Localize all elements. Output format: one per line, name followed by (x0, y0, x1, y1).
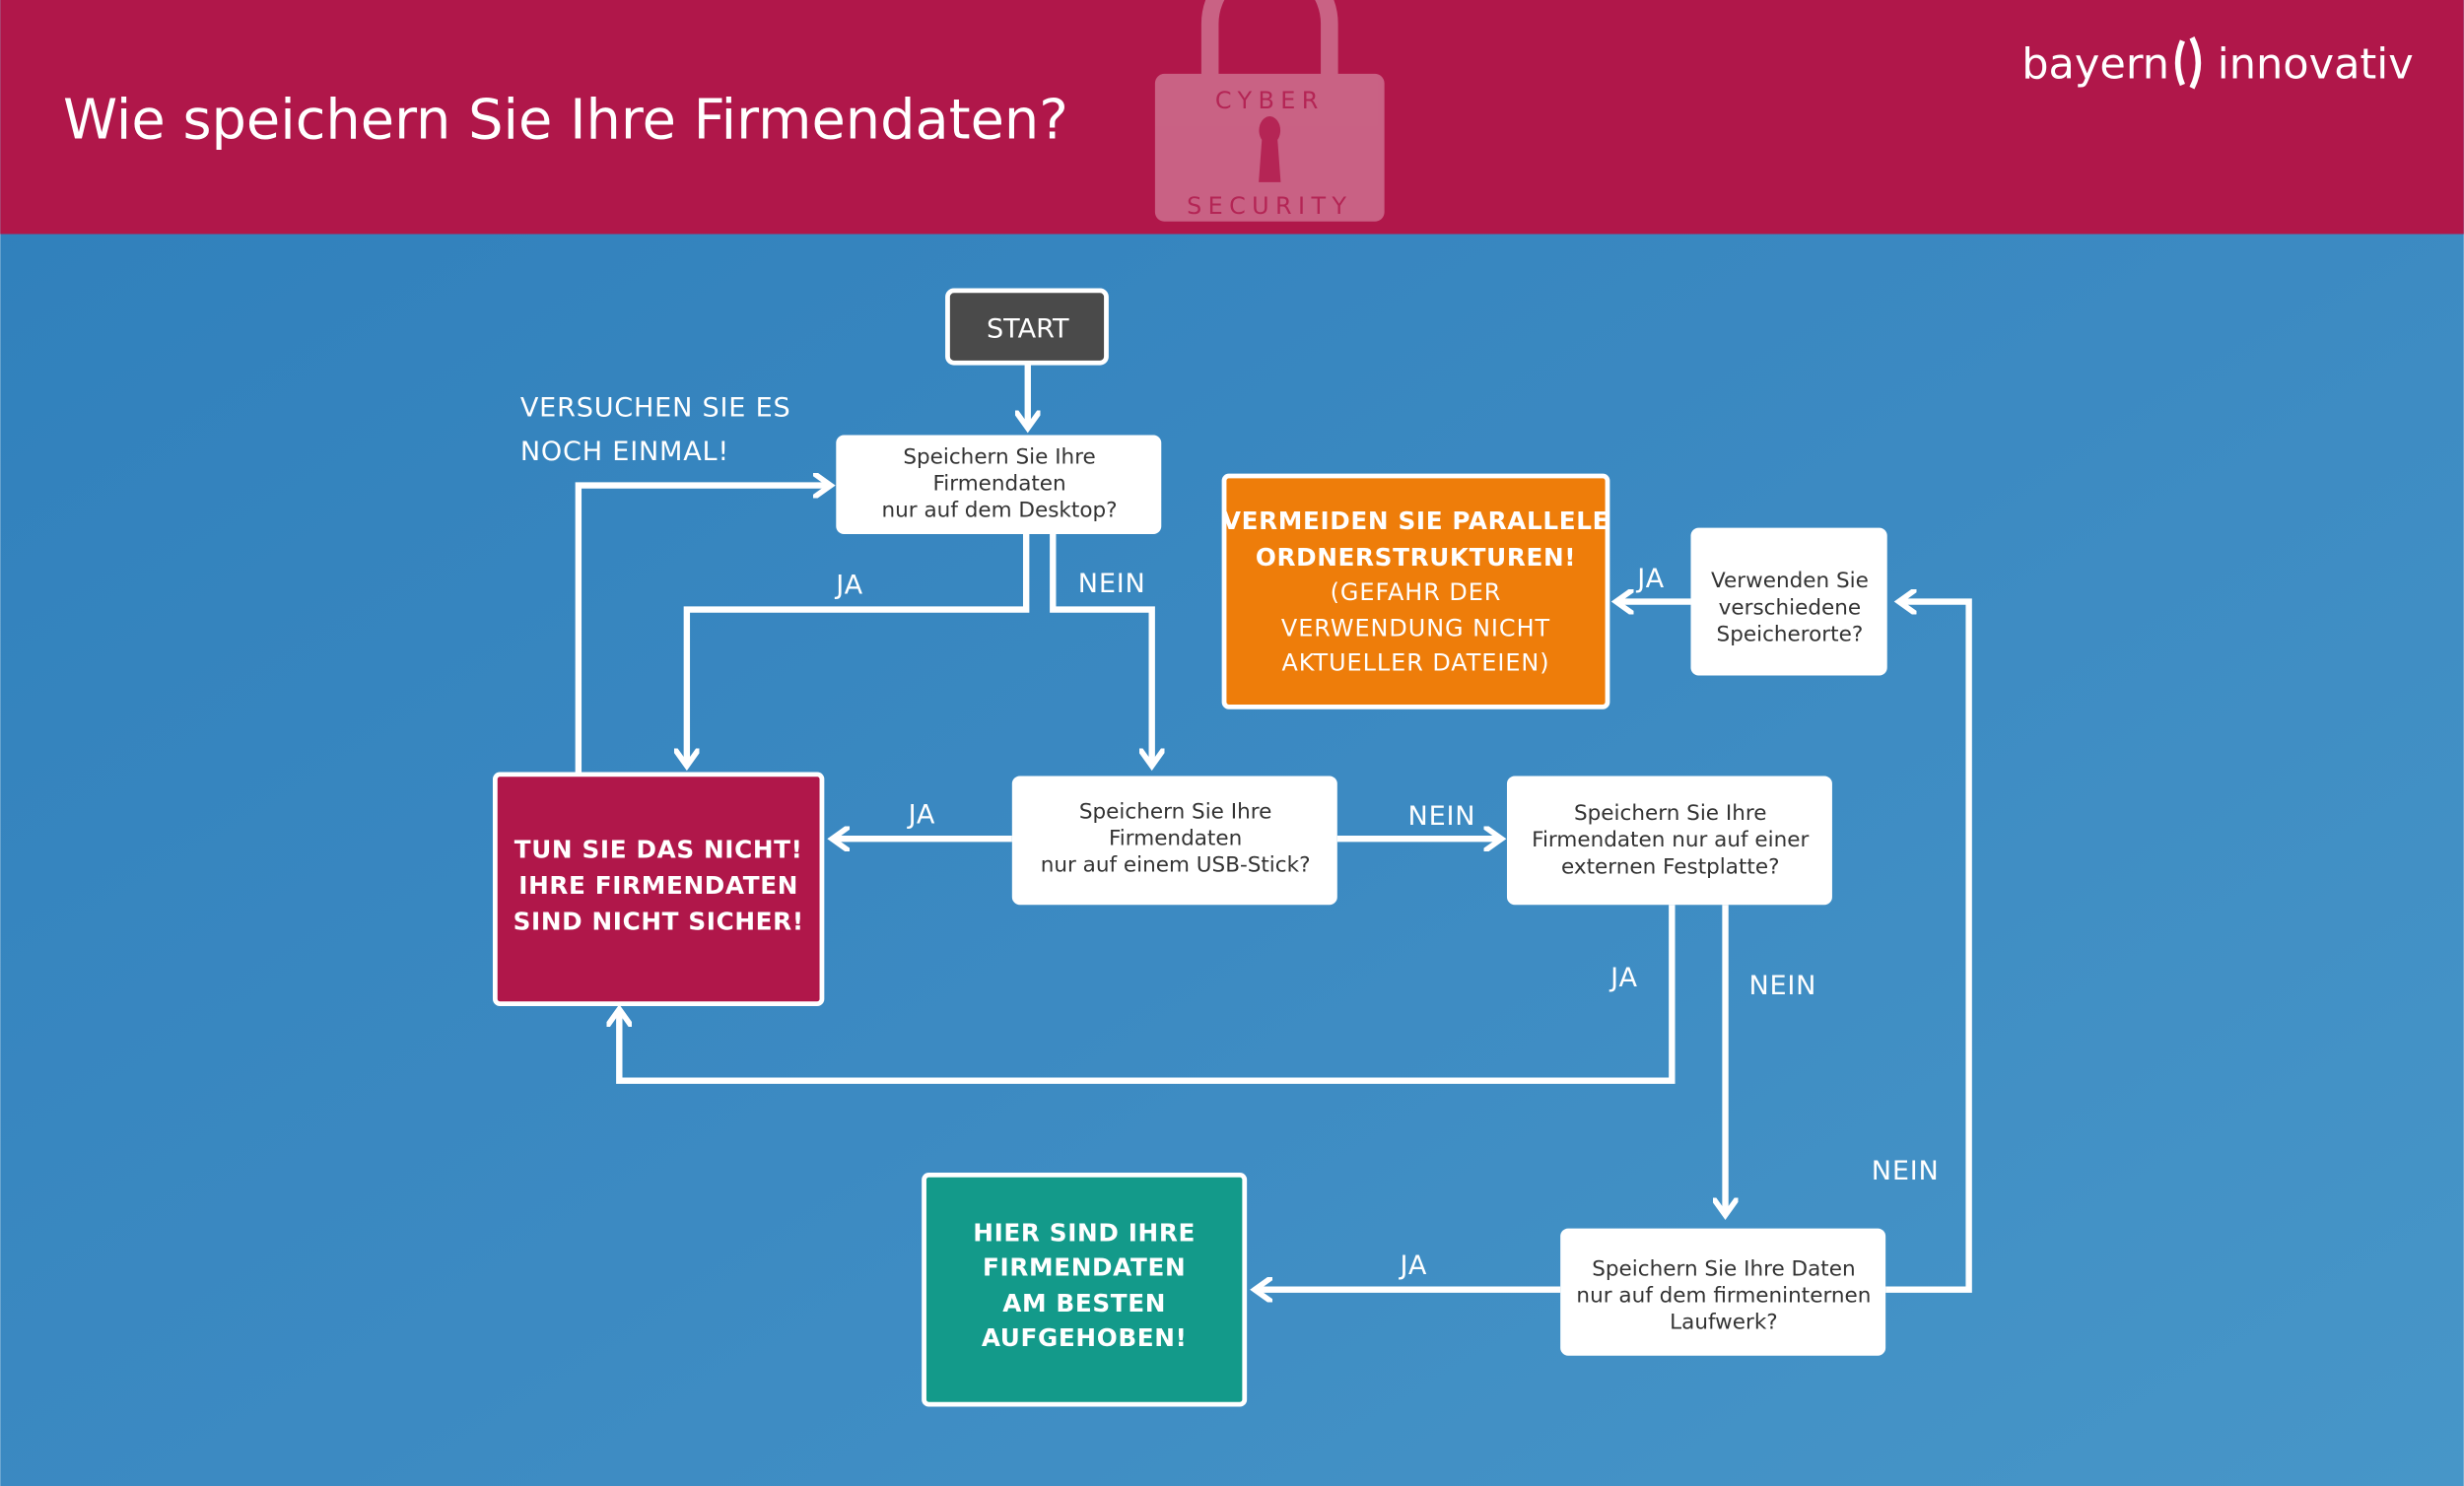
question-text: Speicherorte? (1717, 622, 1864, 646)
retry-label-line1: VERSUCHEN SIE ES (520, 392, 791, 423)
outcome-avoid-parallel-folders: VERMEIDEN SIE PARALLELE ORDNERSTRUKTUREN… (1221, 473, 1610, 709)
question-text: Verwenden Sie (1711, 569, 1869, 593)
arrow-desktop-yes (687, 533, 1030, 764)
header-bar (0, 0, 2464, 235)
page-title: Wie speichern Sie Ihre Firmendaten? (63, 88, 1068, 152)
question-text: Speichern Sie Ihre (1574, 801, 1766, 826)
arrow-desktop-no (1050, 533, 1151, 764)
question-desktop: Speichern Sie Ihre Firmendaten nur auf d… (836, 435, 1162, 534)
keyhole-icon (1259, 115, 1281, 182)
question-internal-drive: Speichern Sie Ihre Daten nur auf dem fir… (1560, 1228, 1886, 1356)
arrow-internal-no (1885, 602, 1972, 1293)
question-multiple-locations: Verwenden Sie verschiedene Speicherorte? (1690, 527, 1887, 676)
question-text: Firmendaten (932, 471, 1065, 496)
start-node: START (945, 288, 1109, 366)
outcome-text: AUFGEHOBEN! (982, 1323, 1188, 1352)
outcome-text: VERMEIDEN SIE PARALLELE (1222, 507, 1609, 535)
outcome-text: AM BESTEN (1002, 1289, 1166, 1317)
label-internal-yes: JA (1399, 1250, 1428, 1281)
label-usb-no: NEIN (1408, 801, 1476, 832)
retry-label-line2: NOCH EINMAL! (520, 437, 729, 467)
question-text: verschiedene (1719, 595, 1861, 620)
outcome-text: HIER SIND IHRE (973, 1218, 1196, 1247)
question-text: externen Festplatte? (1561, 854, 1780, 879)
label-external-no: NEIN (1748, 971, 1816, 1001)
outcome-text: (GEFAHR DER (1331, 578, 1502, 606)
arrow-retry-loop (575, 486, 828, 774)
start-label: START (987, 314, 1069, 345)
question-text: nur auf dem Desktop? (882, 498, 1118, 522)
arrow-external-yes (619, 905, 1676, 1084)
outcome-text: SIND NICHT SICHER! (513, 908, 804, 936)
question-text: nur auf dem firmeninternen (1576, 1283, 1871, 1308)
outcome-best-storage: HIER SIND IHRE FIRMENDATEN AM BESTEN AUF… (922, 1172, 1248, 1407)
question-text: nur auf einem USB-Stick? (1041, 853, 1311, 878)
outcome-text: ORDNERSTRUKTUREN! (1256, 543, 1576, 572)
bayern-innovativ-logo: bayern innovativ (2021, 40, 2414, 90)
outcome-text: IHRE FIRMENDATEN (518, 871, 798, 900)
outcome-text: AKTUELLER DATEIEN) (1281, 649, 1549, 677)
label-desktop-yes: JA (834, 571, 863, 601)
logo-bracket-mark (2174, 36, 2202, 90)
outcome-text: VERWENDUNG NICHT (1281, 615, 1550, 642)
question-external-drive: Speichern Sie Ihre Firmendaten nur auf e… (1506, 776, 1832, 906)
question-usb: Speichern Sie Ihre Firmendaten nur auf e… (1011, 776, 1337, 906)
label-external-yes: JA (1608, 963, 1638, 993)
question-text: Firmendaten nur auf einer (1532, 828, 1809, 852)
outcome-text: TUN SIE DAS NICHT! (514, 835, 803, 863)
question-text: Laufwerk? (1670, 1311, 1778, 1335)
label-desktop-no: NEIN (1078, 569, 1146, 599)
question-text: Speichern Sie Ihre (903, 444, 1095, 469)
question-text: Speichern Sie Ihre (1079, 800, 1271, 825)
outcome-not-safe: TUN SIE DAS NICHT! IHRE FIRMENDATEN SIND… (492, 772, 825, 1007)
label-internal-no: NEIN (1872, 1156, 1940, 1186)
outcome-text: FIRMENDATEN (983, 1252, 1186, 1281)
lock-label-bottom: SECURITY (1187, 192, 1352, 220)
lock-label-top: CYBER (1215, 87, 1325, 114)
question-text: Speichern Sie Ihre Daten (1592, 1256, 1855, 1281)
question-text: Firmendaten (1109, 827, 1242, 851)
label-multiple-yes: JA (1635, 564, 1665, 594)
label-usb-yes: JA (907, 799, 936, 830)
